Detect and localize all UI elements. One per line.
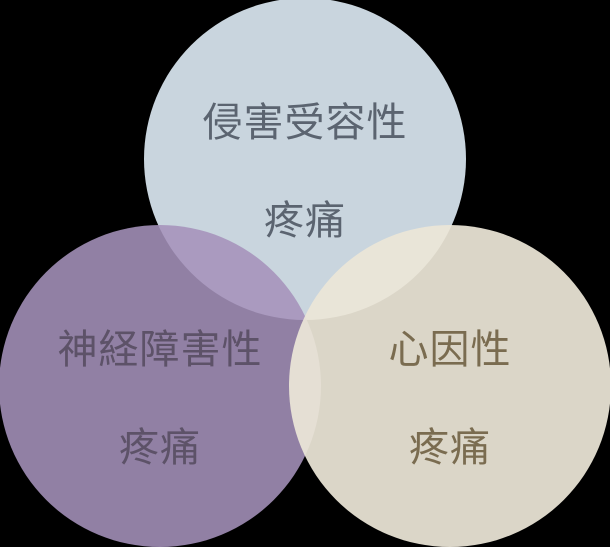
- nociceptive-label: 侵害受容性: [202, 100, 408, 146]
- psychogenic-pain-circle: 心因性 疼痛: [289, 225, 610, 547]
- pain-label: 疼痛: [119, 425, 201, 471]
- neuropathic-pain-circle: 神経障害性 疼痛: [0, 225, 321, 547]
- psychogenic-label: 心因性: [388, 327, 512, 373]
- neuropathic-label: 神経障害性: [57, 327, 263, 373]
- pain-label: 疼痛: [409, 425, 491, 471]
- pain-label: 疼痛: [264, 198, 346, 244]
